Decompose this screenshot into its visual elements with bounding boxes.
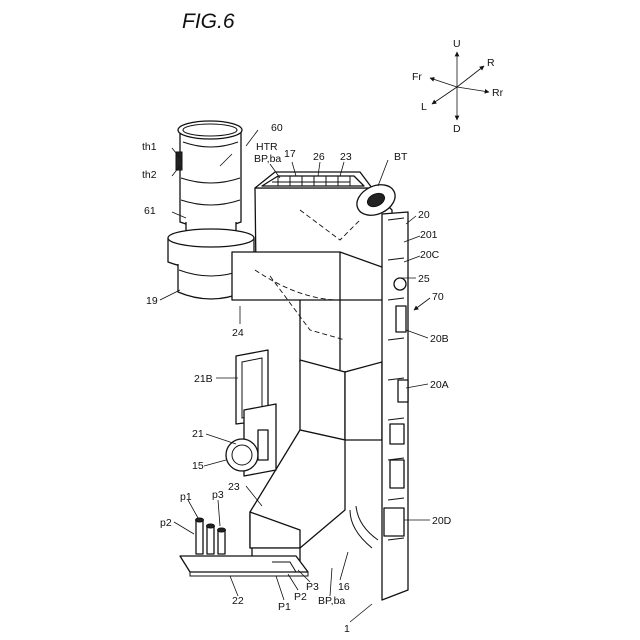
label-th2: th2 [142, 169, 157, 181]
label-cap-p3: P3 [306, 581, 319, 593]
direction-front: Fr [412, 71, 422, 83]
label-201: 201 [420, 229, 438, 241]
label-22: 22 [232, 595, 244, 607]
label-25: 25 [418, 273, 430, 285]
label-26: 26 [313, 151, 325, 163]
label-th1: th1 [142, 141, 157, 153]
label-60: 60 [271, 122, 283, 134]
direction-indicator: U D R L Fr Rr [412, 38, 504, 135]
label-bpba-bottom: BP,ba [318, 595, 345, 607]
direction-rear: Rr [492, 87, 504, 99]
label-16: 16 [338, 581, 350, 593]
label-20b: 20B [430, 333, 449, 345]
label-23-bottom: 23 [228, 481, 240, 493]
label-24: 24 [232, 327, 244, 339]
label-61: 61 [144, 205, 156, 217]
label-htr: HTR [256, 141, 278, 153]
label-p3: p3 [212, 489, 224, 501]
label-p1: p1 [180, 491, 192, 503]
label-19: 19 [146, 295, 158, 307]
label-cap-p2: P2 [294, 591, 307, 603]
label-cap-p1: P1 [278, 601, 291, 613]
label-17: 17 [284, 148, 296, 160]
label-1: 1 [344, 623, 350, 635]
left-panel [226, 350, 276, 476]
label-20a: 20A [430, 379, 449, 391]
label-p2: p2 [160, 517, 172, 529]
label-23-top: 23 [340, 151, 352, 163]
label-21: 21 [192, 428, 204, 440]
label-20c: 20C [420, 249, 440, 261]
figure-title: FIG.6 [182, 10, 235, 33]
label-20d: 20D [432, 515, 452, 527]
direction-left: L [421, 101, 427, 113]
label-bt: BT [394, 151, 408, 163]
label-70: 70 [432, 291, 444, 303]
direction-right: R [487, 57, 495, 69]
label-15: 15 [192, 460, 204, 472]
label-20: 20 [418, 209, 430, 221]
direction-down: D [453, 123, 461, 135]
label-bpba-top: BP,ba [254, 153, 281, 165]
top-filter [255, 172, 372, 188]
direction-up: U [453, 38, 461, 50]
label-21b: 21B [194, 373, 213, 385]
